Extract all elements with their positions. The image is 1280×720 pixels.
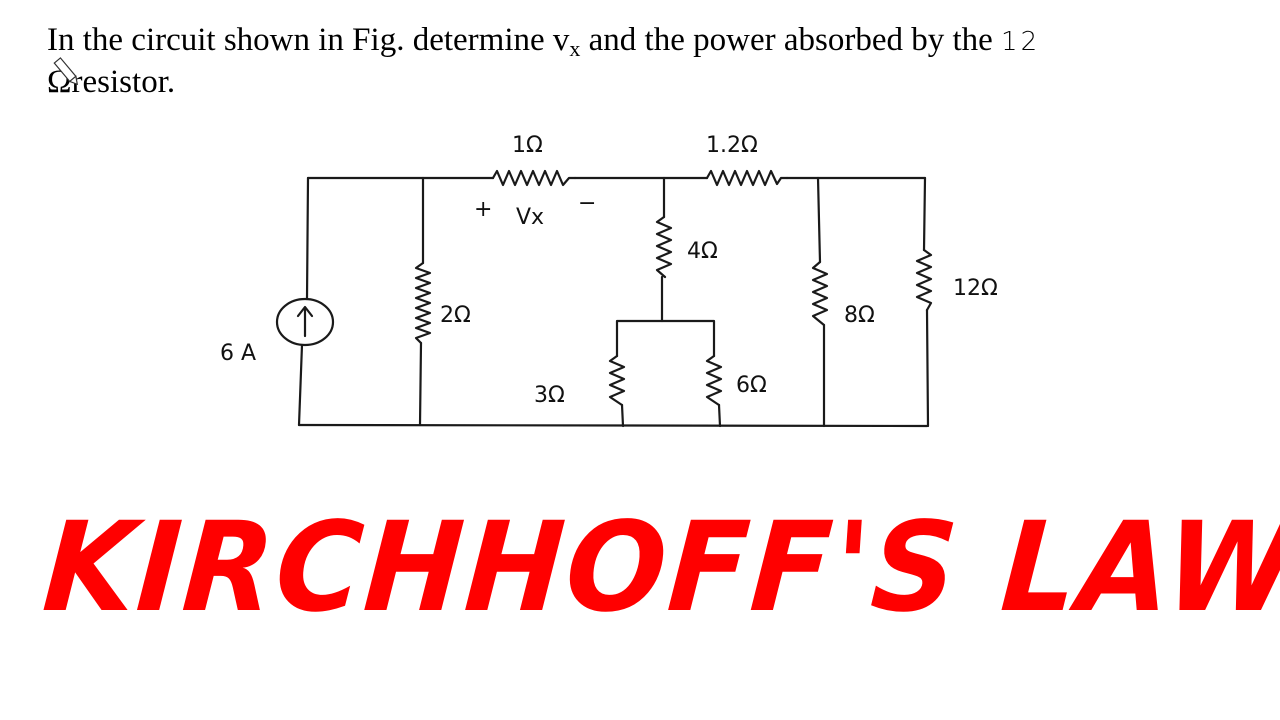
label-4ohm: 4Ω	[687, 239, 718, 264]
problem-text-suffix: and the power absorbed by the	[580, 22, 993, 58]
wire-source-top	[305, 176, 310, 301]
circuit-wires	[297, 176, 930, 428]
resistor-12ohm	[915, 248, 933, 312]
wire-r2-bottom	[418, 341, 423, 427]
label-6ohm: 6Ω	[736, 373, 767, 398]
resistor-8ohm	[811, 260, 829, 327]
wire-source-bottom	[297, 343, 304, 427]
wire-r12-top	[922, 176, 927, 252]
problem-text-prefix: In the circuit shown in Fig. determine v	[47, 22, 570, 58]
problem-statement-line-2: Ωresistor.	[47, 66, 175, 99]
label-8ohm: 8Ω	[844, 303, 875, 328]
vx-label: Vx	[516, 205, 544, 230]
resistor-6ohm	[705, 354, 723, 407]
resistor-4ohm	[655, 215, 673, 279]
handwritten-12: 12	[1001, 27, 1041, 57]
label-3ohm: 3Ω	[534, 383, 565, 408]
label-2ohm: 2Ω	[440, 303, 471, 328]
pencil-cursor-icon	[53, 57, 79, 86]
label-1ohm: 1Ω	[512, 133, 543, 158]
circuit-diagram: 6 A 2Ω 1Ω 1.2Ω 4Ω 3Ω 6Ω 8Ω 12Ω + Vx −	[220, 133, 998, 428]
resistor-1ohm	[491, 169, 577, 187]
vx-subscript: x	[569, 36, 581, 61]
label-12ohm: 12Ω	[953, 276, 998, 301]
resistor-3ohm	[608, 354, 626, 407]
wire-r12-bottom	[925, 308, 930, 428]
wire-bottom	[297, 423, 929, 428]
kirchhoffs-laws-title: KIRCHHOFF'S LAWS	[39, 494, 1280, 640]
problem-text-resistor: resistor.	[71, 64, 176, 100]
wire-r3-bottom	[620, 403, 625, 428]
wire-r8-top	[816, 176, 822, 264]
vx-minus-sign: −	[578, 191, 596, 216]
vx-plus-sign: +	[474, 197, 492, 222]
source-label: 6 A	[220, 341, 256, 366]
wire-split-3-6	[615, 319, 716, 358]
problem-statement-line-1: In the circuit shown in Fig. determine v…	[47, 22, 1041, 60]
wire-r6-bottom	[717, 403, 722, 428]
resistor-2ohm	[414, 261, 432, 345]
label-1-2ohm: 1.2Ω	[706, 133, 758, 158]
resistor-1-2ohm	[705, 169, 789, 187]
current-source	[275, 297, 335, 347]
